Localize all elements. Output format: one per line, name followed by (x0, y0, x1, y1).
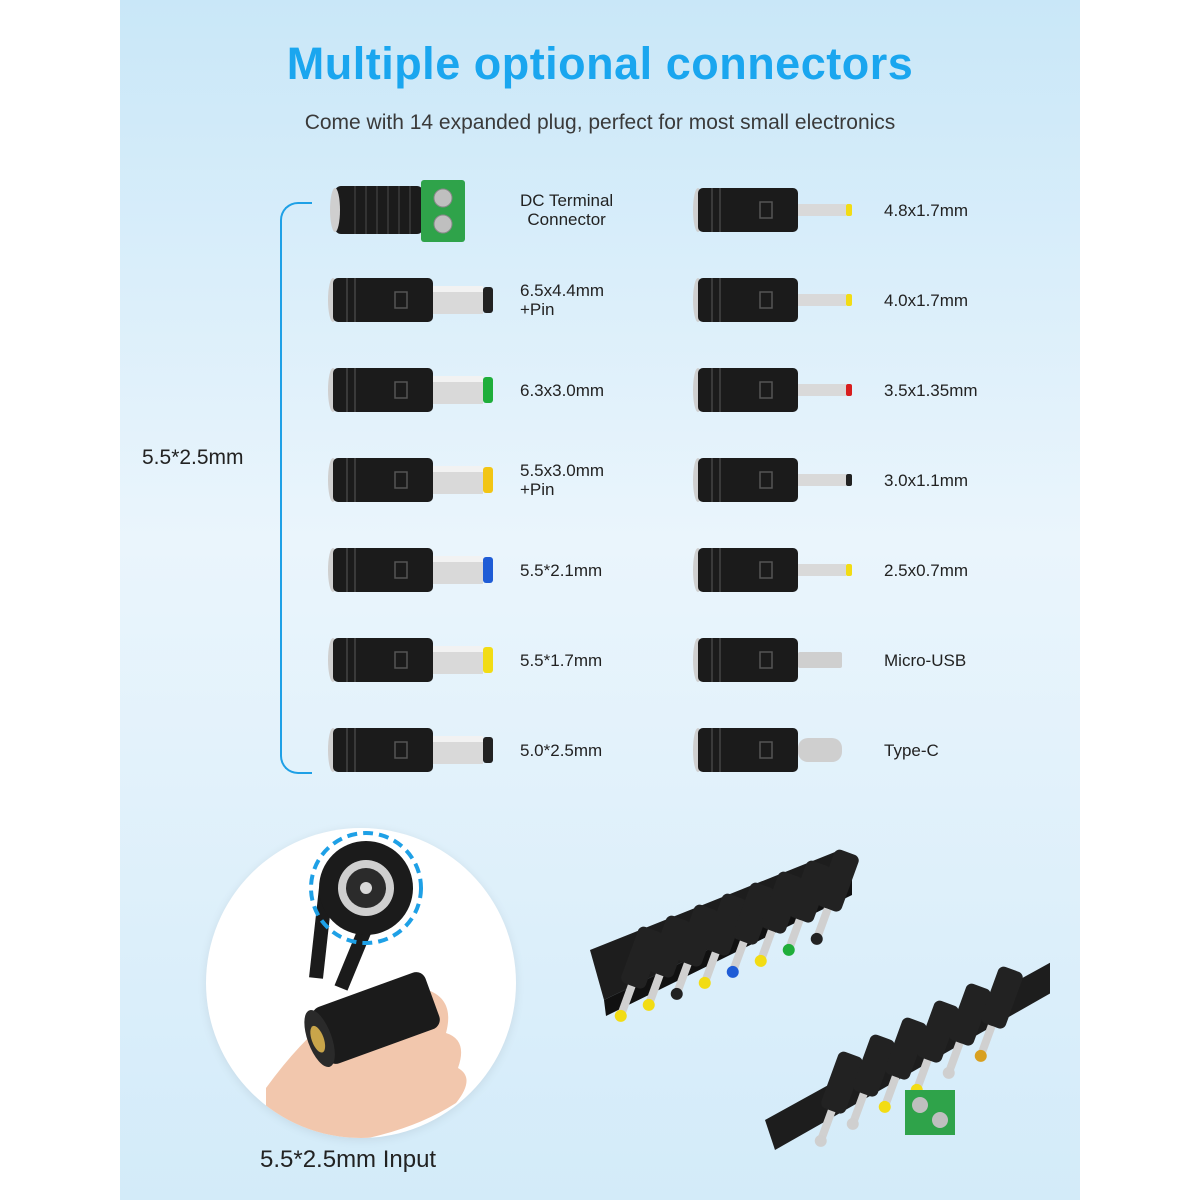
right-connector-3-illustration (693, 368, 852, 412)
left-connector-1-illustration (330, 180, 465, 242)
right-connector-5-label: 2.5x0.7mm (884, 560, 969, 580)
right-connector-4-illustration (693, 458, 852, 502)
right-connector-2-illustration (693, 278, 852, 322)
right-connector-7-label: Type-C (884, 740, 939, 760)
left-connector-6-illustration (328, 638, 493, 682)
left-connector-7-illustration (328, 728, 493, 772)
right-connector-4-label: 3.0x1.1mm (884, 470, 969, 490)
group-bracket (280, 202, 312, 774)
left-connector-3-illustration (328, 368, 493, 412)
page-subtitle: Come with 14 expanded plug, perfect for … (304, 111, 896, 134)
left-connector-4-illustration (328, 458, 493, 502)
left-connector-5-illustration (328, 548, 493, 592)
right-connector-3-label: 3.5x1.35mm (884, 380, 978, 400)
product-panel: Multiple optional connectors Come with 1… (120, 0, 1080, 1200)
right-connector-1-illustration (693, 188, 852, 232)
connector-kit-photo (590, 849, 1050, 1150)
right-connector-6-label: Micro-USB (884, 650, 967, 670)
left-connector-2-label: 6.5x4.4mm +Pin (520, 281, 605, 319)
left-connector-1-label: DC Terminal Connector (520, 191, 614, 229)
right-connector-2-label: 4.0x1.7mm (884, 290, 969, 310)
left-connector-6-label: 5.5*1.7mm (520, 650, 603, 670)
input-closeup-photo (206, 828, 516, 1138)
input-jack-illustration (266, 831, 467, 1138)
left-connector-5-label: 5.5*2.1mm (520, 560, 603, 580)
right-connector-1-label: 4.8x1.7mm (884, 200, 969, 220)
right-connector-7-illustration (693, 728, 842, 772)
group-label: 5.5*2.5mm (142, 446, 244, 469)
left-connector-4-label: 5.5x3.0mm +Pin (520, 461, 605, 499)
right-connector-5-illustration (693, 548, 852, 592)
input-label: 5.5*2.5mm Input (260, 1146, 437, 1173)
left-connector-7-label: 5.0*2.5mm (520, 740, 603, 760)
left-connector-2-illustration (328, 278, 493, 322)
right-connector-6-illustration (693, 638, 842, 682)
page-title: Multiple optional connectors (286, 38, 914, 89)
left-connector-3-label: 6.3x3.0mm (520, 380, 605, 400)
